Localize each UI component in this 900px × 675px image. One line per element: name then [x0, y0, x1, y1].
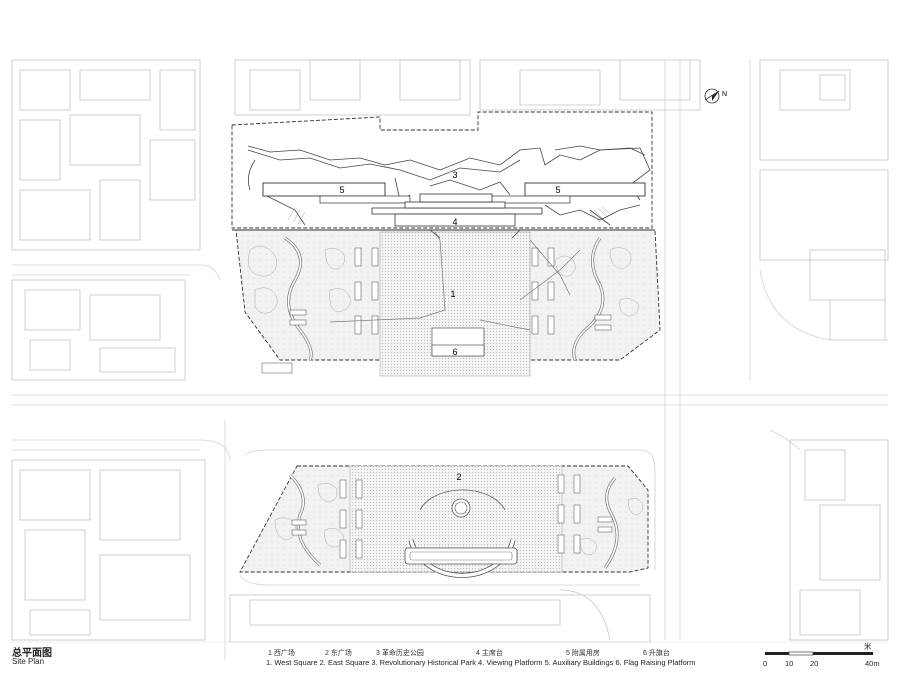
legend-cn-item: 5 附属用房 — [566, 650, 600, 657]
label-aux-building-west: 5 — [339, 185, 344, 195]
plan-title-en: Site Plan — [12, 657, 45, 666]
legend-cn-item: 4 主席台 — [476, 650, 503, 657]
legend-cn-item: 3 革命历史公园 — [376, 650, 424, 657]
label-flag-platform: 6 — [452, 347, 457, 357]
scale-tick: 10 — [785, 659, 794, 668]
west-square-site: 1 3 4 5 5 6 — [231, 111, 661, 377]
scale-bar — [765, 651, 873, 656]
legend-cn-item: 1 西广场 — [268, 650, 295, 657]
east-square-site: 2 — [239, 465, 649, 578]
label-west-square: 1 — [450, 289, 455, 299]
label-aux-building-east: 5 — [555, 185, 560, 195]
context-buildings — [11, 59, 889, 643]
label-east-square: 2 — [456, 472, 461, 482]
scale-unit: 米 — [864, 642, 872, 651]
legend-cn-item: 6 升旗台 — [643, 650, 670, 657]
scale-tick: 0 — [763, 659, 768, 668]
north-label: N — [722, 91, 727, 98]
scale-tick: 40m — [865, 659, 880, 668]
legend-en: 1. West Square 2. East Square 3. Revolut… — [266, 658, 696, 667]
label-park: 3 — [452, 170, 457, 180]
label-viewing-platform: 4 — [452, 217, 457, 227]
scale-tick: 20 — [810, 659, 819, 668]
legend-cn-item: 2 东广场 — [325, 650, 352, 657]
street-lines — [12, 60, 888, 660]
plan-title-cn: 总平面图 — [12, 648, 52, 659]
north-arrow: N — [704, 88, 727, 104]
